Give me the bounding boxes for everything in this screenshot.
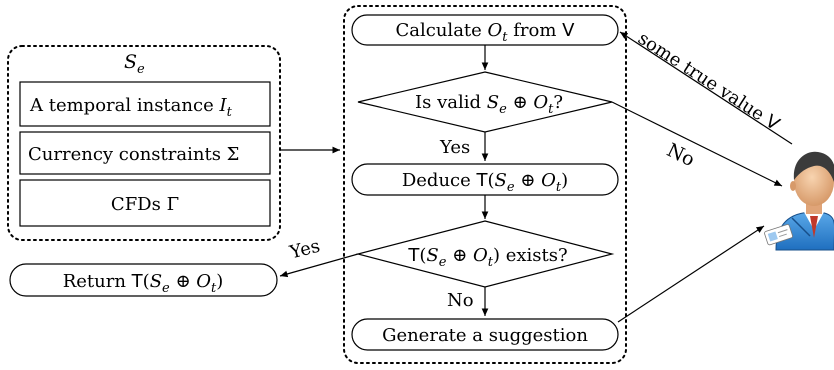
return-node: Return T(Se ⊕ Ot) xyxy=(9,263,278,297)
exists-to-return-arrow xyxy=(279,253,359,278)
svg-text:Currency constraints Σ: Currency constraints Σ xyxy=(28,144,239,165)
valid-to-user-arrow xyxy=(611,101,783,187)
svg-text:CFDs Γ: CFDs Γ xyxy=(111,194,179,215)
svg-text:Generate a suggestion: Generate a suggestion xyxy=(382,325,588,346)
flow-container xyxy=(343,5,627,364)
calculate-node: Calculate Ot from V xyxy=(351,14,619,46)
currency-constraints-box: Currency constraints Σ xyxy=(19,131,271,175)
exists-decision: T(Se ⊕ Ot) exists? xyxy=(355,220,615,288)
svg-text:A temporal instance It: A temporal instance It xyxy=(29,95,233,120)
temporal-instance-box: A temporal instance It xyxy=(19,81,271,127)
user-with-badge-icon xyxy=(764,151,834,251)
cfds-box: CFDs Γ xyxy=(19,179,271,227)
user-to-calculate-arrow xyxy=(619,31,793,145)
suggest-to-user-arrow xyxy=(617,225,765,323)
yes-label-exists: Yes xyxy=(287,236,322,264)
svg-text:Is valid Se ⊕ Ot?: Is valid Se ⊕ Ot? xyxy=(415,92,563,117)
svg-text:T(Se ⊕ Ot) exists?: T(Se ⊕ Ot) exists? xyxy=(407,245,567,270)
is-valid-decision: Is valid Se ⊕ Ot? xyxy=(357,71,613,133)
true-value-label: some true value V xyxy=(634,28,784,135)
yes-label-valid: Yes xyxy=(439,137,470,158)
svg-text:Return T(Se ⊕ Ot): Return T(Se ⊕ Ot) xyxy=(63,271,224,296)
no-label-valid: No xyxy=(663,139,698,171)
state-panel: Se A temporal instance It Currency const… xyxy=(7,45,281,241)
suggestion-node: Generate a suggestion xyxy=(351,318,619,351)
svg-text:Calculate Ot from V: Calculate Ot from V xyxy=(396,20,576,45)
svg-text:Deduce T(Se ⊕ Ot): Deduce T(Se ⊕ Ot) xyxy=(402,170,568,195)
state-panel-title: Se xyxy=(124,51,145,77)
no-label-exists: No xyxy=(447,290,474,311)
deduce-node: Deduce T(Se ⊕ Ot) xyxy=(351,163,619,196)
